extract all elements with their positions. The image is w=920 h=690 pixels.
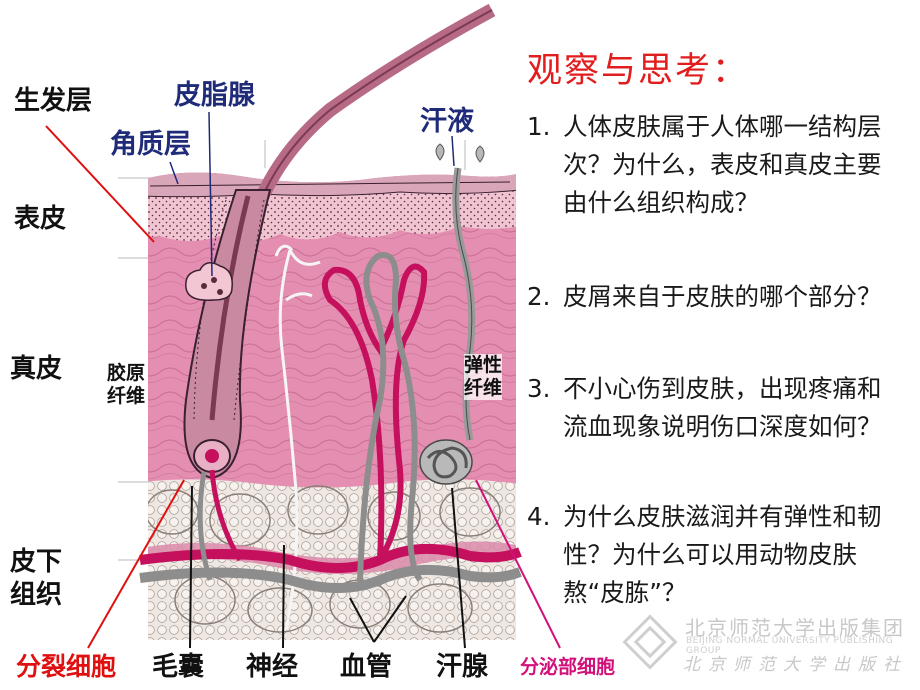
label-germinal-layer: 生发层 (14, 86, 93, 116)
layer-guide-lines (118, 140, 466, 561)
stratum-corneum-band (148, 172, 516, 198)
vein (139, 564, 522, 593)
label-dividing-cells: 分裂细胞 (16, 652, 117, 681)
capillary-loop-gray (357, 252, 423, 582)
label-collagen-fiber: 胶原 纤维 (107, 362, 146, 408)
sweat-gland-coil (419, 439, 473, 485)
publisher-subname: 北京师范大学出版社 (683, 655, 908, 675)
label-sweat-gland: 汗腺 (436, 652, 489, 682)
label-elastic-fiber: 弹性 纤维 (464, 354, 503, 401)
label-nerve: 神经 (246, 652, 299, 682)
publisher-name-en: BEIJING NORMAL UNIVERSITY PUBLISHING GRO… (686, 636, 894, 656)
label-hair-follicle: 毛囊 (152, 652, 205, 682)
question-4: 4. 为什么皮肤滋润并有弹性和韧性？为什么可以用动物皮肤熬“皮胨”？ (527, 498, 899, 612)
leader-lines (45, 111, 561, 649)
label-secretory-cells: 分泌部细胞 (520, 656, 616, 678)
question-3-text: 不小心伤到皮肤，出现疼痛和流血现象说明伤口深度如何？ (563, 374, 882, 441)
label-subcutaneous-tissue: 皮下 组织 (10, 547, 63, 610)
label-sweat: 汗液 (420, 106, 474, 137)
question-2-number: 2. (527, 282, 551, 311)
nerve-fiber (274, 244, 321, 631)
question-2: 2. 皮屑来自于皮肤的哪个部分？ (527, 278, 899, 316)
panel-title: 观察与思考： (527, 51, 750, 91)
question-3-number: 3. (527, 374, 551, 403)
label-stratum-corneum: 角质层 (110, 129, 191, 160)
publisher-name: 北京师范大学出版集团 (685, 616, 905, 640)
sweat-drop-icons (435, 143, 485, 163)
question-3: 3. 不小心伤到皮肤，出现疼痛和流血现象说明伤口深度如何？ (527, 370, 899, 446)
artery (139, 543, 522, 573)
question-1-number: 1. (527, 112, 551, 141)
label-dermis: 真皮 (10, 354, 63, 384)
label-blood-vessel: 血管 (340, 652, 393, 682)
publisher-logo-icon (622, 614, 678, 670)
label-epidermis: 表皮 (14, 204, 67, 234)
question-1-text: 人体皮肤属于人体哪一结构层次？为什么，表皮和真皮主要由什么组织构成？ (563, 112, 882, 217)
question-1: 1. 人体皮肤属于人体哪一结构层次？为什么，表皮和真皮主要由什么组织构成？ (527, 108, 899, 222)
label-sebaceous-gland: 皮脂腺 (174, 80, 255, 111)
question-2-text: 皮屑来自于皮肤的哪个部分？ (563, 282, 882, 311)
question-4-text: 为什么皮肤滋润并有弹性和韧性？为什么可以用动物皮肤熬“皮胨”？ (563, 502, 882, 607)
question-4-number: 4. (527, 502, 551, 531)
